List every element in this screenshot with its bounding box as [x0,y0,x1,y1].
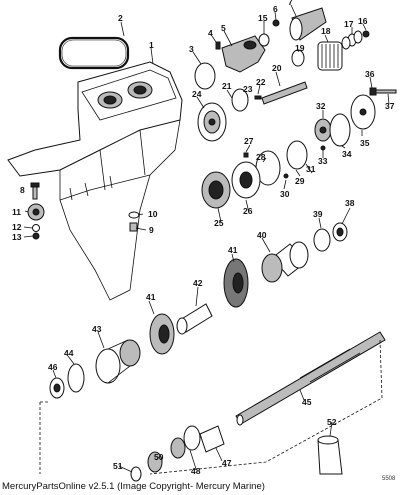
callout-5: 5 [221,23,226,33]
part-40-bearing-cup [261,241,309,283]
callout-22: 22 [256,77,266,87]
part-17-16-seals [341,30,370,50]
callout-20: 20 [272,63,282,73]
part-7-pinion-cone [289,7,327,41]
part-48-bearing [170,425,201,459]
callout-18: 18 [321,26,331,36]
callout-52: 52 [327,417,337,427]
callout-4: 4 [208,28,213,38]
part-44-o-ring [67,363,85,393]
part-39-ring [313,228,331,252]
callout-13: 13 [12,232,22,242]
callout-39: 39 [313,209,323,219]
part-18-roller-bearing [317,41,343,71]
callout-32: 32 [316,101,326,111]
part-5-bearing-carrier [221,35,266,73]
callout-2: 2 [118,13,123,23]
callout-45: 45 [302,397,312,407]
part-24-retainer [197,102,227,142]
callout-17: 17 [344,19,354,29]
callout-1: 1 [149,40,154,50]
callout-28: 28 [256,152,266,162]
callout-3: 3 [189,44,194,54]
part-41-reverse-gear [149,313,175,355]
part-25-bearing [201,171,231,209]
part-27-pin [243,152,249,158]
part-34-o-ring [329,113,351,147]
callout-30: 30 [280,189,290,199]
corner-code: 5508 [382,476,396,482]
part-8-drain-screw [30,182,40,200]
part-29-30-31-spacer [283,140,308,179]
callout-37: 37 [385,101,395,111]
callout-10: 10 [148,209,158,219]
callout-6: 6 [273,4,278,14]
callout-34: 34 [342,149,352,159]
callout-15: 15 [258,13,268,23]
callout-41-forward: 41 [228,245,238,255]
callout-40: 40 [257,230,267,240]
callout-51: 51 [113,461,123,471]
callout-36: 36 [365,69,375,79]
part-3-o-ring [194,62,216,90]
part-21-snap-ring [231,88,249,112]
part-47-bearing [199,425,225,453]
callout-38: 38 [345,198,355,208]
callout-11: 11 [12,207,21,217]
part-32-33-gear [314,118,332,151]
part-6-seal [272,19,280,27]
callout-9: 9 [149,225,154,235]
part-45-propeller-shaft [235,331,386,426]
part-42-bushing [176,303,213,335]
part-20-shaft [261,81,308,105]
callout-21: 21 [222,81,232,91]
callout-35: 35 [360,138,370,148]
part-1-gear-housing [7,61,183,301]
part-52-sleeve [317,435,343,475]
part-36-37-bolt [369,87,397,96]
callout-12: 12 [12,222,22,232]
callout-25: 25 [214,218,224,228]
part-12-13-washers [32,224,40,240]
callout-16: 16 [358,16,368,26]
callout-29: 29 [295,176,305,186]
part-11-check-valve [27,203,45,221]
callout-48: 48 [191,466,201,476]
callout-47: 47 [222,458,232,468]
part-43-bearing [95,339,141,384]
callout-43: 43 [92,324,102,334]
part-26-clutch [231,161,261,199]
copyright-footer: MercuryPartsOnline v2.5.1 (Image Copyrig… [2,481,265,492]
callout-27: 27 [244,136,254,146]
part-35-carrier [350,94,376,130]
part-15-o-ring [258,33,270,47]
part-22-23-pin-spring [254,95,262,100]
part-41-forward-gear [223,258,249,308]
callout-33: 33 [318,156,328,166]
part-2-gasket [58,36,130,70]
callout-7: 7 [288,0,293,7]
callout-23: 23 [243,84,253,94]
callout-46: 46 [48,362,58,372]
callout-26: 26 [243,206,253,216]
callout-24: 24 [192,89,202,99]
callout-8: 8 [20,185,25,195]
callout-42: 42 [193,278,203,288]
part-46-seal [49,377,65,399]
part-38-washer [332,222,348,242]
callout-44: 44 [64,348,74,358]
callout-19: 19 [295,43,305,53]
callout-50: 50 [154,452,164,462]
callout-31: 31 [306,164,316,174]
callout-41-reverse: 41 [146,292,156,302]
part-4-pin [215,41,221,50]
